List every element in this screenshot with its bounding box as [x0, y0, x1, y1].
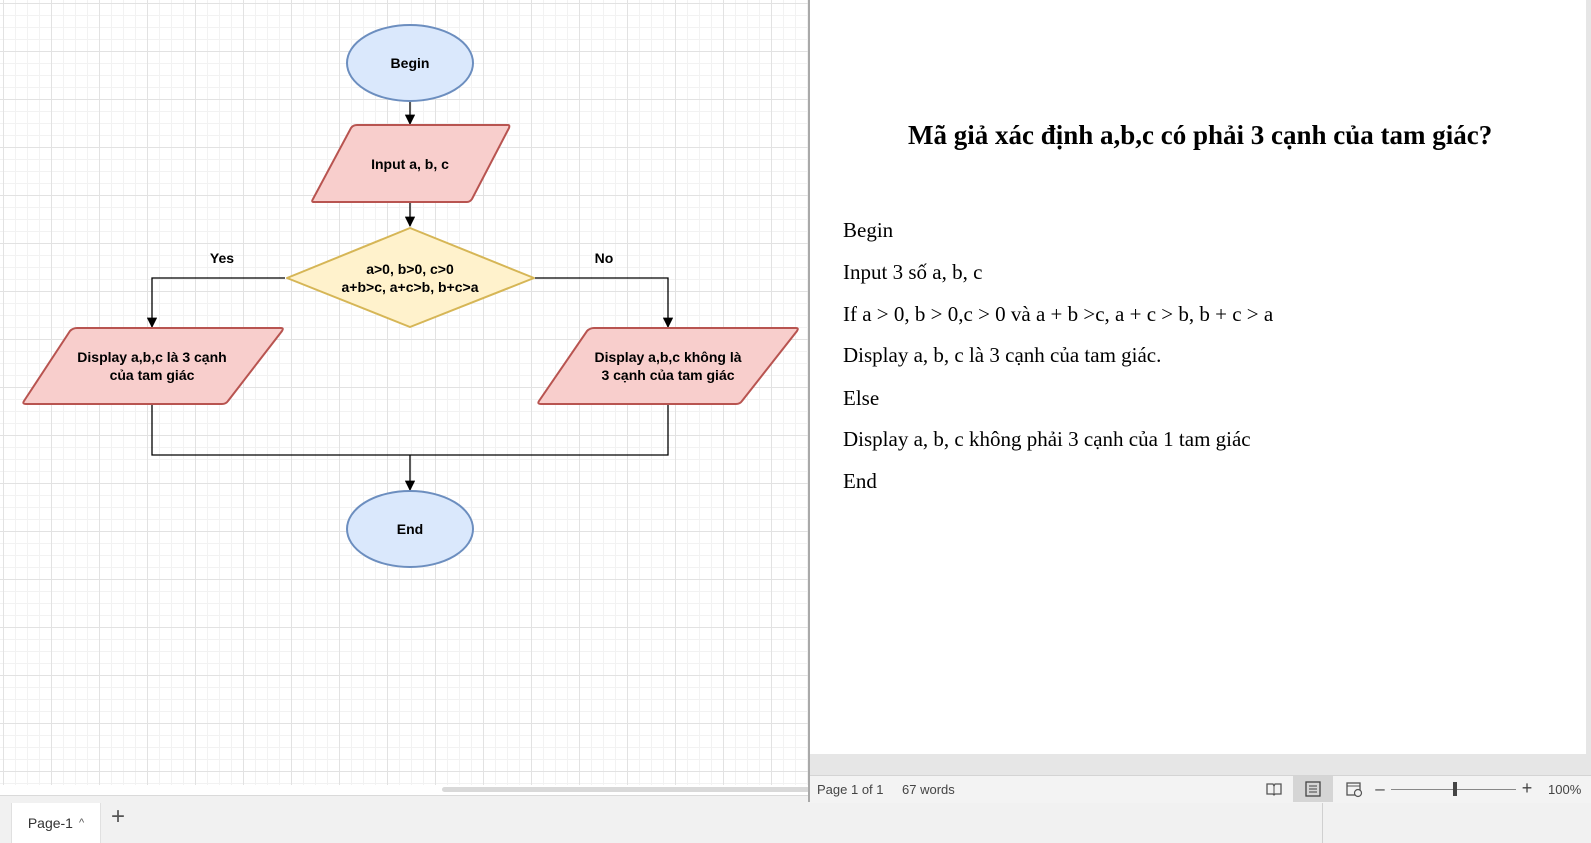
doc-line-input: Input 3 số a, b, c — [843, 260, 983, 284]
display-no-line1: Display a,b,c không là — [594, 349, 741, 365]
print-layout-button[interactable] — [1293, 776, 1333, 802]
end-node[interactable]: End — [346, 490, 474, 568]
doc-line-if: If a > 0, b > 0,c > 0 và a + b >c, a + c… — [843, 302, 1274, 326]
doc-line-end: End — [843, 469, 877, 493]
document-title: Mã giả xác định a,b,c có phải 3 cạnh của… — [908, 120, 1493, 150]
edge-decision-yes — [146, 277, 285, 329]
document-page[interactable]: Mã giả xác định a,b,c có phải 3 cạnh của… — [810, 0, 1586, 754]
zoom-slider-thumb[interactable] — [1453, 782, 1457, 796]
end-label: End — [397, 521, 423, 537]
display-yes-node[interactable]: Display a,b,c là 3 cạnh của tam giác — [22, 327, 284, 405]
status-bar: Page 1 of 1 67 words – — [810, 775, 1591, 803]
connectors — [146, 102, 674, 492]
zoom-out-button[interactable]: – — [1375, 779, 1385, 798]
begin-node[interactable]: Begin — [346, 24, 474, 102]
web-layout-button[interactable] — [1342, 779, 1366, 799]
decision-label-line1: a>0, b>0, c>0 — [366, 261, 454, 277]
input-label: Input a, b, c — [371, 156, 449, 172]
book-icon — [1266, 783, 1282, 796]
doc-line-display-no: Display a, b, c không phải 3 cạnh của 1 … — [843, 427, 1251, 451]
doc-line-begin: Begin — [843, 218, 894, 242]
no-label: No — [595, 250, 614, 266]
input-node[interactable]: Input a, b, c — [311, 124, 511, 203]
page-tabs-bar: Page-1 ^ + — [0, 795, 1591, 843]
add-page-button[interactable]: + — [110, 803, 125, 830]
divider — [1322, 796, 1323, 843]
page-icon — [1305, 781, 1321, 797]
canvas-horizontal-scrollbar[interactable] — [442, 787, 810, 792]
flowchart: Begin Input a, b, c a>0, b>0, c>0 a+b>c,… — [22, 24, 799, 568]
chevron-up-icon[interactable]: ^ — [78, 817, 85, 829]
zoom-in-button[interactable]: + — [1521, 778, 1533, 798]
page-tab-page-1[interactable]: Page-1 ^ — [11, 803, 101, 843]
edge-yes-end — [151, 404, 410, 456]
begin-label: Begin — [391, 55, 430, 71]
decision-node[interactable]: a>0, b>0, c>0 a+b>c, a+c>b, b+c>a — [286, 227, 535, 328]
edge-no-end — [410, 404, 669, 456]
page-info[interactable]: Page 1 of 1 — [817, 782, 884, 797]
display-yes-line1: Display a,b,c là 3 cạnh — [77, 349, 226, 365]
yes-label: Yes — [210, 250, 234, 266]
display-yes-line2: của tam giác — [110, 367, 195, 383]
decision-label-line2: a+b>c, a+c>b, b+c>a — [342, 279, 479, 295]
diagram-canvas[interactable]: Begin Input a, b, c a>0, b>0, c>0 a+b>c,… — [0, 0, 810, 785]
edge-decision-no — [535, 277, 674, 329]
zoom-level[interactable]: 100% — [1548, 782, 1582, 797]
document-vertical-scrollbar[interactable] — [1586, 0, 1591, 754]
read-mode-button[interactable] — [1262, 779, 1286, 799]
word-count[interactable]: 67 words — [902, 782, 955, 797]
document-window: Mã giả xác định a,b,c có phải 3 cạnh của… — [808, 0, 1591, 803]
display-no-line2: 3 cạnh của tam giác — [601, 367, 734, 383]
display-no-node[interactable]: Display a,b,c không là 3 cạnh của tam gi… — [537, 327, 799, 405]
page-tab-label: Page-1 — [27, 815, 73, 831]
web-page-icon — [1346, 782, 1363, 798]
doc-line-display-yes: Display a, b, c là 3 cạnh của tam giác. — [843, 343, 1162, 367]
doc-line-else: Else — [843, 386, 880, 410]
